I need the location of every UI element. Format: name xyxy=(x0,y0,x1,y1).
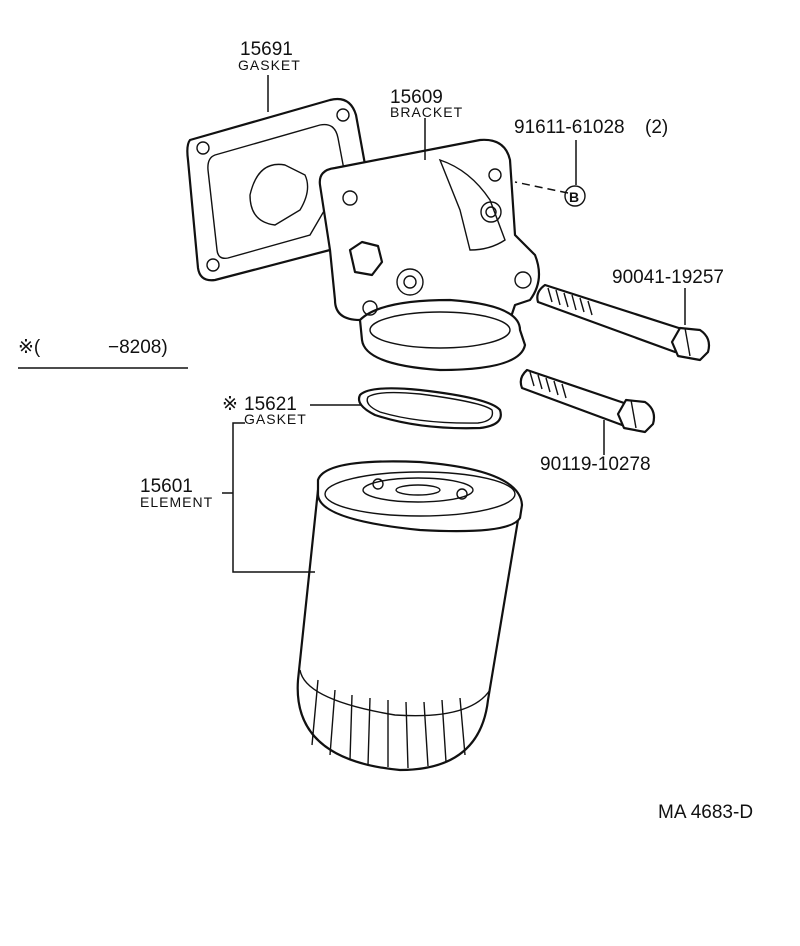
bolt-90041-19257 xyxy=(536,283,711,362)
part-number-15621: 15621 xyxy=(244,394,297,415)
part-number-90041-19257: 90041-19257 xyxy=(612,267,724,288)
figure-code: MA 4683-D xyxy=(658,802,753,823)
part-name-gasket-ring: GASKET xyxy=(244,411,307,427)
part-number-90119-10278: 90119-10278 xyxy=(540,454,651,475)
part-number-91611-61028: 91611-61028 xyxy=(514,117,625,138)
gasket-15691 xyxy=(186,97,368,282)
b-marker: B xyxy=(569,189,579,205)
leader-lines xyxy=(18,75,686,573)
gasket-15621 xyxy=(357,387,502,430)
part-number-15601: 15601 xyxy=(140,476,193,497)
condition-code: −8208) xyxy=(108,337,168,358)
part-qty-91611-61028: (2) xyxy=(645,117,668,138)
part-name-bracket: BRACKET xyxy=(390,104,463,120)
part-name-element: ELEMENT xyxy=(140,494,213,510)
condition-prefix: ※( xyxy=(18,337,41,358)
part-name-gasket-top: GASKET xyxy=(238,57,301,73)
bolt-90119-10278 xyxy=(519,368,656,434)
element-15601 xyxy=(296,460,524,772)
part-number-15691: 15691 xyxy=(240,39,293,60)
part-number-15609: 15609 xyxy=(390,87,443,108)
bracket-15609 xyxy=(318,138,541,372)
asterisk-mark: ※ xyxy=(222,394,238,415)
b-marker-circle xyxy=(564,185,586,207)
